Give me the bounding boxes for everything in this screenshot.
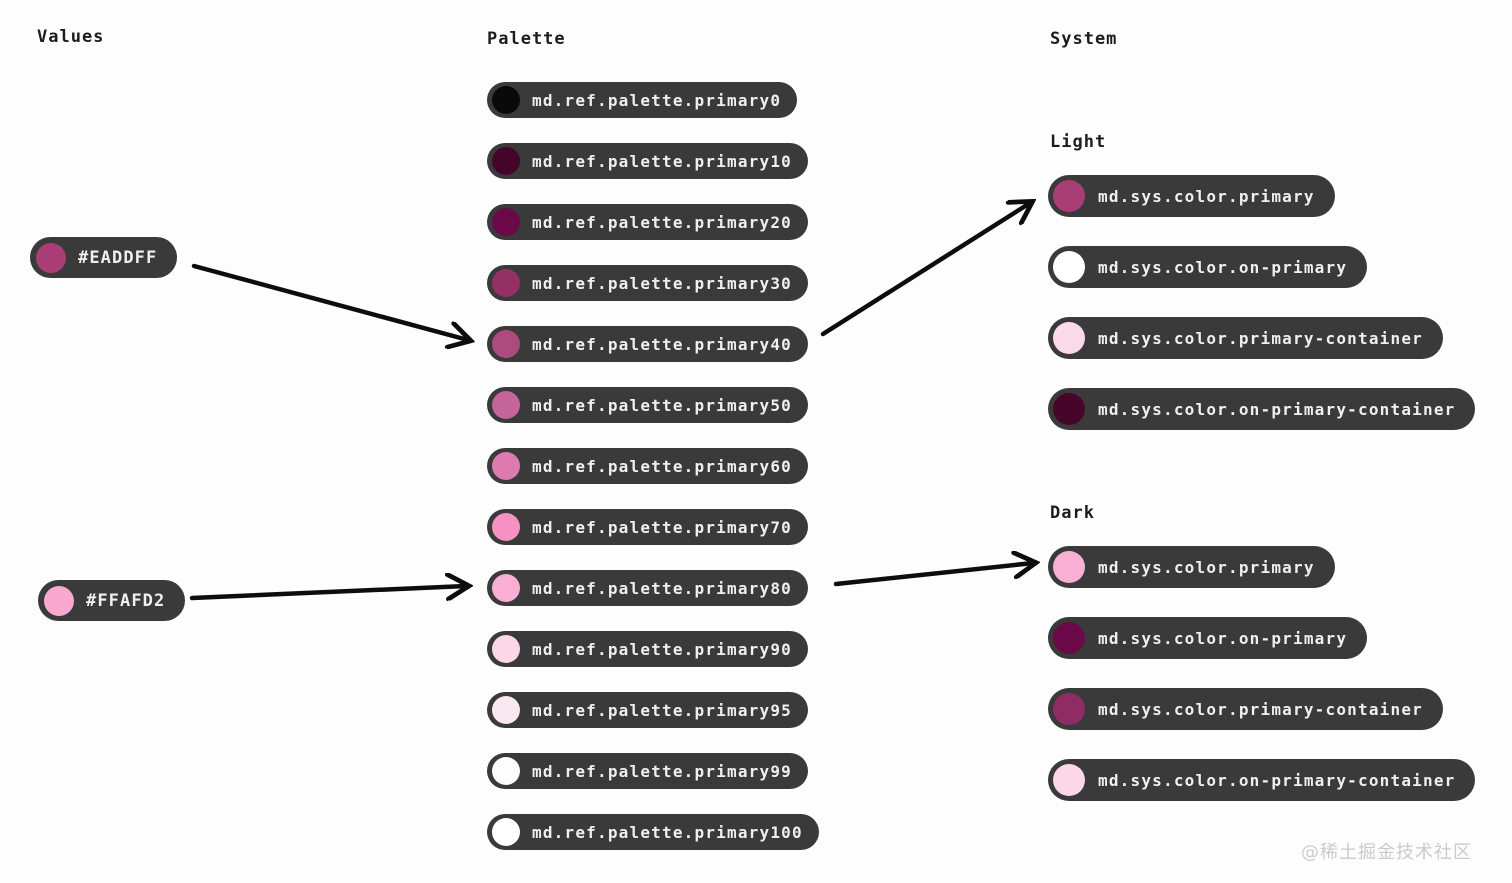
color-swatch-icon (44, 585, 74, 616)
arrow-primary40-to-light-primary (820, 203, 1030, 337)
color-swatch-icon (492, 757, 520, 785)
token-label: md.ref.palette.primary10 (532, 151, 792, 171)
color-swatch-icon (1053, 693, 1085, 725)
pill-md-ref-palette-primary40: md.ref.palette.primary40 (487, 326, 808, 362)
token-label: md.sys.color.on-primary (1098, 628, 1348, 648)
color-swatch-icon (1053, 322, 1085, 354)
pill-md-sys-color-primary: md.sys.color.primary (1048, 546, 1335, 588)
dark-subheading: Dark (1050, 503, 1095, 523)
token-label: md.ref.palette.primary95 (532, 700, 792, 720)
pill-eaddff: #EADDFF (30, 237, 178, 278)
token-label: md.ref.palette.primary30 (532, 273, 792, 293)
palette-pill-list: md.ref.palette.primary0 md.ref.palette.p… (487, 82, 819, 850)
pill-md-ref-palette-primary95: md.ref.palette.primary95 (487, 692, 808, 728)
pill-md-ref-palette-primary50: md.ref.palette.primary50 (487, 387, 808, 423)
color-swatch-icon (1053, 551, 1085, 583)
token-label: #EADDFF (78, 247, 158, 268)
pill-md-ref-palette-primary20: md.ref.palette.primary20 (487, 204, 808, 240)
color-swatch-icon (1053, 622, 1085, 654)
system-light-pill-list: md.sys.color.primary md.sys.color.on-pri… (1048, 175, 1476, 430)
token-label: md.sys.color.on-primary (1098, 257, 1348, 277)
token-label: md.sys.color.on-primary-container (1098, 399, 1456, 419)
pill-md-ref-palette-primary30: md.ref.palette.primary30 (487, 265, 808, 301)
pill-md-ref-palette-primary80: md.ref.palette.primary80 (487, 570, 808, 606)
token-label: md.sys.color.primary-container (1098, 699, 1423, 719)
color-swatch-icon (36, 242, 66, 273)
values-pill-list: #EADDFF #FFAFD2 (30, 237, 186, 621)
token-label: md.sys.color.on-primary-container (1098, 770, 1456, 790)
token-label: md.ref.palette.primary20 (532, 212, 792, 232)
pill-md-ref-palette-primary99: md.ref.palette.primary99 (487, 753, 808, 789)
color-swatch-icon (492, 818, 520, 846)
light-subheading: Light (1050, 132, 1107, 152)
color-swatch-icon (492, 391, 520, 419)
pill-md-ref-palette-primary90: md.ref.palette.primary90 (487, 631, 808, 667)
color-swatch-icon (492, 208, 520, 236)
token-label: md.sys.color.primary (1098, 186, 1315, 206)
pill-md-ref-palette-primary0: md.ref.palette.primary0 (487, 82, 798, 118)
pill-md-ref-palette-primary100: md.ref.palette.primary100 (487, 814, 819, 850)
color-swatch-icon (492, 513, 520, 541)
color-swatch-icon (492, 574, 520, 602)
token-label: md.sys.color.primary-container (1098, 328, 1423, 348)
values-heading: Values (37, 27, 105, 47)
pill-md-sys-color-on-primary: md.sys.color.on-primary (1048, 617, 1368, 659)
color-swatch-icon (492, 452, 520, 480)
color-swatch-icon (1053, 393, 1085, 425)
color-swatch-icon (1053, 764, 1085, 796)
pill-md-ref-palette-primary70: md.ref.palette.primary70 (487, 509, 808, 545)
token-label: md.ref.palette.primary50 (532, 395, 792, 415)
color-swatch-icon (492, 147, 520, 175)
pill-md-sys-color-primary-container: md.sys.color.primary-container (1048, 317, 1443, 359)
token-label: md.ref.palette.primary90 (532, 639, 792, 659)
token-label: #FFAFD2 (86, 590, 166, 611)
token-label: md.ref.palette.primary100 (532, 822, 803, 842)
color-swatch-icon (1053, 251, 1085, 283)
pill-md-sys-color-on-primary: md.sys.color.on-primary (1048, 246, 1368, 288)
pill-md-sys-color-on-primary-container: md.sys.color.on-primary-container (1048, 759, 1476, 801)
color-swatch-icon (492, 269, 520, 297)
pill-md-sys-color-on-primary-container: md.sys.color.on-primary-container (1048, 388, 1476, 430)
arrow-ffafd2-to-primary80 (189, 586, 466, 598)
system-dark-pill-list: md.sys.color.primary md.sys.color.on-pri… (1048, 546, 1476, 801)
pill-ffafd2: #FFAFD2 (38, 580, 186, 621)
token-label: md.ref.palette.primary60 (532, 456, 792, 476)
color-swatch-icon (492, 330, 520, 358)
token-label: md.ref.palette.primary0 (532, 90, 782, 110)
pill-md-sys-color-primary: md.sys.color.primary (1048, 175, 1335, 217)
token-label: md.sys.color.primary (1098, 557, 1315, 577)
token-label: md.ref.palette.primary40 (532, 334, 792, 354)
arrow-primary80-to-dark-primary (833, 563, 1033, 587)
color-swatch-icon (492, 635, 520, 663)
color-swatch-icon (492, 86, 520, 114)
token-label: md.ref.palette.primary70 (532, 517, 792, 537)
pill-md-ref-palette-primary60: md.ref.palette.primary60 (487, 448, 808, 484)
pill-md-ref-palette-primary10: md.ref.palette.primary10 (487, 143, 808, 179)
color-swatch-icon (1053, 180, 1085, 212)
token-label: md.ref.palette.primary99 (532, 761, 792, 781)
system-heading: System (1050, 29, 1118, 49)
arrow-eaddff-to-primary40 (191, 263, 468, 340)
color-swatch-icon (492, 696, 520, 724)
pill-md-sys-color-primary-container: md.sys.color.primary-container (1048, 688, 1443, 730)
palette-heading: Palette (487, 29, 566, 49)
token-label: md.ref.palette.primary80 (532, 578, 792, 598)
watermark: @稀土掘金技术社区 (1301, 842, 1472, 863)
